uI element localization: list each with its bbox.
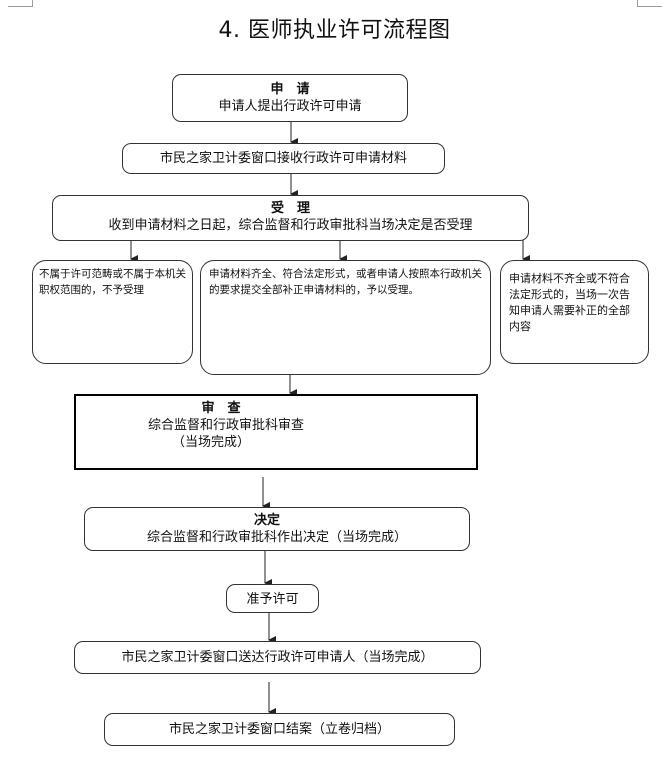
diagram-title: 4. 医师执业许可流程图: [218, 18, 451, 43]
step-review: 审 查 综合监督和行政审批科审查 （当场完成）: [74, 394, 478, 470]
page-corner-mark-left: [8, 0, 33, 7]
step-accept-text: 收到申请材料之日起，综合监督和行政审批科当场决定是否受理: [108, 218, 473, 233]
step-accept: 受 理 收到申请材料之日起，综合监督和行政审批科当场决定是否受理: [52, 195, 529, 241]
branch-reject: 不属于许可范畴或不属于本机关职权范围的，不予受理: [32, 260, 193, 364]
step-receive: 市民之家卫计委窗口接收行政许可申请材料: [122, 143, 445, 174]
step-grant-text: 准予许可: [246, 592, 299, 607]
step-apply: 申 请 申请人提出行政许可申请: [172, 74, 408, 122]
page-corner-mark-right: [637, 0, 662, 7]
step-review-note: （当场完成）: [171, 435, 250, 450]
branch-supplement: 申请材料不齐全或不符合法定形式的，当场一次告知申请人需要补正的全部内容: [500, 260, 649, 364]
step-accept-heading: 受 理: [270, 201, 310, 216]
branch-accepted-text: 申请材料齐全、符合法定形式，或者申请人按照本行政机关的要求提交全部补正申请材料的…: [209, 268, 482, 296]
step-review-text: 综合监督和行政审批科审查: [147, 418, 304, 433]
branch-supplement-text: 申请材料不齐全或不符合法定形式的，当场一次告知申请人需要补正的全部内容: [509, 272, 630, 333]
step-grant: 准予许可: [226, 584, 319, 613]
step-close-text: 市民之家卫计委窗口结案（立卷归档）: [168, 722, 390, 737]
step-apply-text: 申请人提出行政许可申请: [218, 99, 362, 114]
step-receive-text: 市民之家卫计委窗口接收行政许可申请材料: [159, 151, 407, 166]
step-deliver: 市民之家卫计委窗口送达行政许可申请人（当场完成）: [74, 641, 481, 674]
step-close: 市民之家卫计委窗口结案（立卷归档）: [104, 713, 455, 746]
step-decide-heading: 决定: [253, 513, 280, 528]
step-apply-heading: 申 请: [270, 82, 310, 97]
branch-accepted: 申请材料齐全、符合法定形式，或者申请人按照本行政机关的要求提交全部补正申请材料的…: [200, 260, 491, 375]
step-decide: 决定 综合监督和行政审批科作出决定（当场完成）: [84, 507, 470, 551]
step-deliver-text: 市民之家卫计委窗口送达行政许可申请人（当场完成）: [121, 650, 434, 665]
step-decide-text: 综合监督和行政审批科作出决定（当场完成）: [146, 530, 407, 545]
branch-reject-text: 不属于许可范畴或不属于本机关职权范围的，不予受理: [39, 268, 186, 296]
step-review-heading: 审 查: [201, 401, 241, 416]
